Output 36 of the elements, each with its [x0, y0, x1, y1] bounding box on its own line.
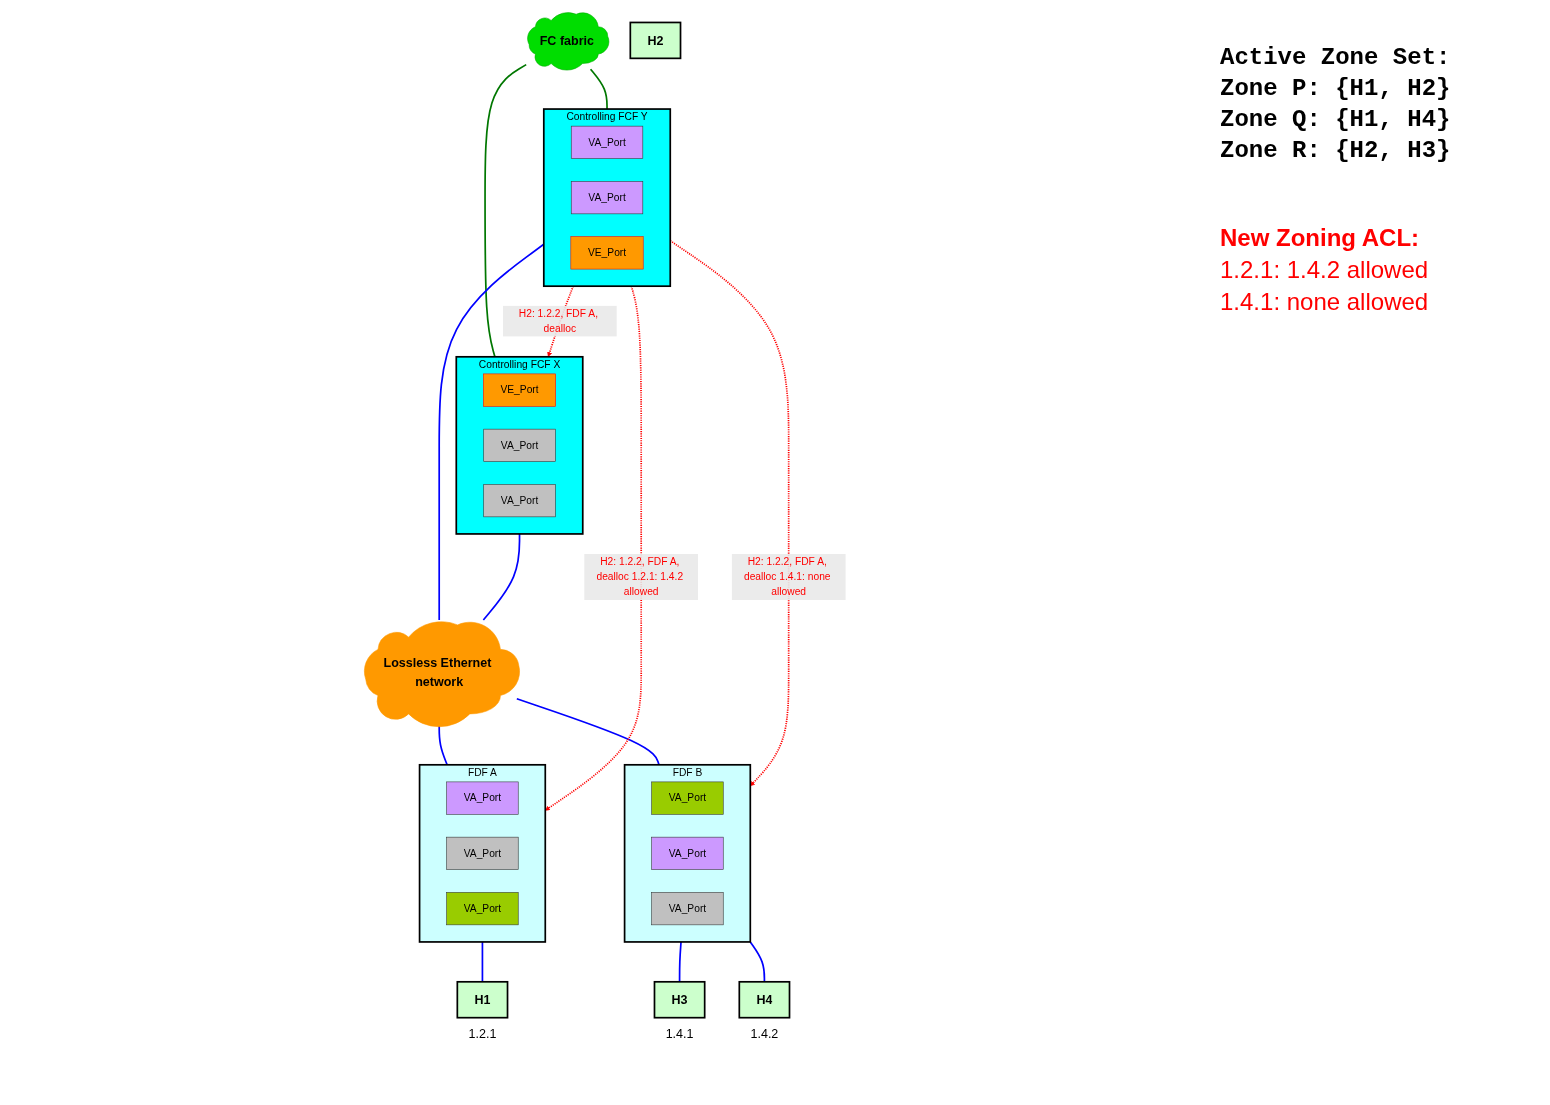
- zone-set-text: Zone R: {H2, H3}: [1220, 137, 1452, 164]
- node-box: H4: [738, 980, 791, 1019]
- node-box: VA_Port: [446, 836, 519, 870]
- node-box: VE_Port: [570, 235, 644, 269]
- edge-label: H2: 1.2.2, FDF A, dealloc: [518, 307, 598, 334]
- connector: [589, 67, 608, 110]
- connector: [482, 532, 521, 621]
- connector: [749, 940, 766, 983]
- zone-set-text: Active Zone Set:: [1220, 44, 1452, 71]
- connector: [481, 940, 484, 983]
- connector: [678, 940, 682, 983]
- node-box: VA_Port: [483, 483, 556, 517]
- acl-heading: New Zoning ACL:: [1220, 224, 1421, 252]
- acl-rule-text: 1.2.1: 1.4.2 allowed: [1220, 256, 1430, 284]
- connector: [515, 697, 660, 766]
- node-box: VA_Port: [570, 125, 644, 159]
- edge-label: H2: 1.2.2, FDF A, dealloc 1.2.1: 1.4.2 allowed: [596, 555, 684, 598]
- node-box: H2: [629, 21, 682, 59]
- zone-set-text: Zone Q: {H1, H4}: [1220, 106, 1452, 133]
- edge-label: H2: 1.2.2, FDF A, dealloc 1.4.1: none allowed: [743, 555, 831, 598]
- connector: [484, 63, 528, 358]
- zone-set-text: Zone P: {H1, H2}: [1220, 75, 1452, 102]
- node-box: VA_Port: [570, 180, 644, 214]
- node-box: VE_Port: [483, 373, 556, 407]
- node-label: 1.2.1: [468, 1025, 497, 1040]
- node-box: VA_Port: [483, 428, 556, 462]
- node-box: VA_Port: [651, 781, 724, 815]
- node-box: H3: [653, 980, 706, 1019]
- node-box: H1: [456, 980, 509, 1019]
- node-label: 1.4.2: [750, 1025, 779, 1040]
- node-box: VA_Port: [651, 836, 724, 870]
- node-box: VA_Port: [446, 891, 519, 925]
- node-box: VA_Port: [651, 891, 724, 925]
- node-label: 1.4.1: [665, 1025, 694, 1040]
- node-box: VA_Port: [446, 781, 519, 815]
- acl-rule-text: 1.4.1: none allowed: [1220, 288, 1430, 316]
